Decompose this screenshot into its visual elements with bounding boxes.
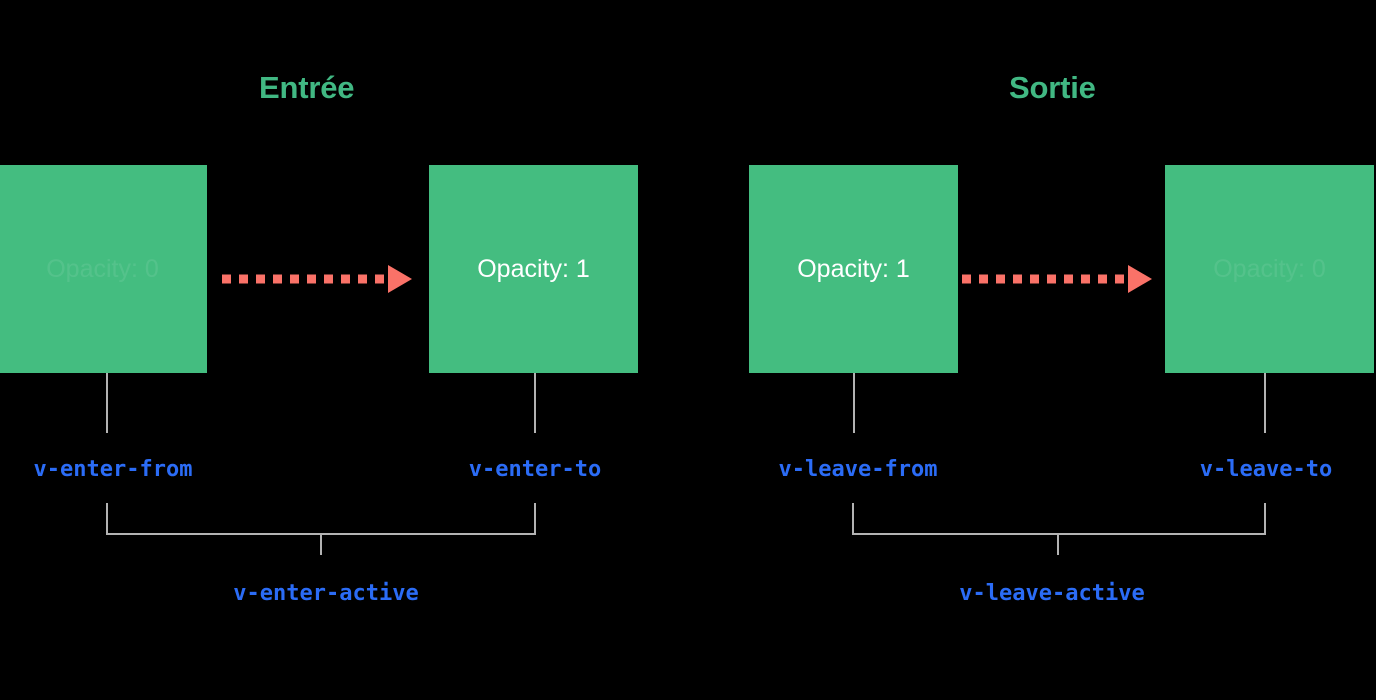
enter-active-bracket: [106, 503, 536, 535]
leave-transition-arrow-icon: [960, 262, 1154, 296]
label-v-enter-active: v-enter-active: [233, 581, 419, 606]
enter-active-bracket-tick: [320, 533, 322, 555]
leave-from-box-label: Opacity: 1: [797, 254, 910, 283]
enter-from-box: Opacity: 0: [0, 165, 207, 373]
label-v-leave-to: v-leave-to: [1199, 457, 1333, 482]
leave-to-box: Opacity: 0: [1165, 165, 1374, 373]
enter-section-title: Entrée: [259, 70, 355, 105]
leave-from-box: Opacity: 1: [749, 165, 958, 373]
leave-to-box-label: Opacity: 0: [1213, 254, 1326, 283]
label-v-leave-from: v-leave-from: [778, 457, 938, 482]
enter-transition-arrow-icon: [220, 262, 414, 296]
enter-to-box: Opacity: 1: [429, 165, 638, 373]
label-v-enter-from: v-enter-from: [33, 457, 193, 482]
leave-section-title: Sortie: [1009, 70, 1096, 105]
leave-active-bracket: [852, 503, 1266, 535]
enter-to-box-label: Opacity: 1: [477, 254, 590, 283]
leave-to-stem: [1264, 373, 1266, 433]
leave-active-bracket-tick: [1057, 533, 1059, 555]
enter-from-box-label: Opacity: 0: [46, 254, 159, 283]
label-v-enter-to: v-enter-to: [468, 457, 602, 482]
enter-from-stem: [106, 373, 108, 433]
enter-to-stem: [534, 373, 536, 433]
label-v-leave-active: v-leave-active: [959, 581, 1145, 606]
leave-from-stem: [853, 373, 855, 433]
